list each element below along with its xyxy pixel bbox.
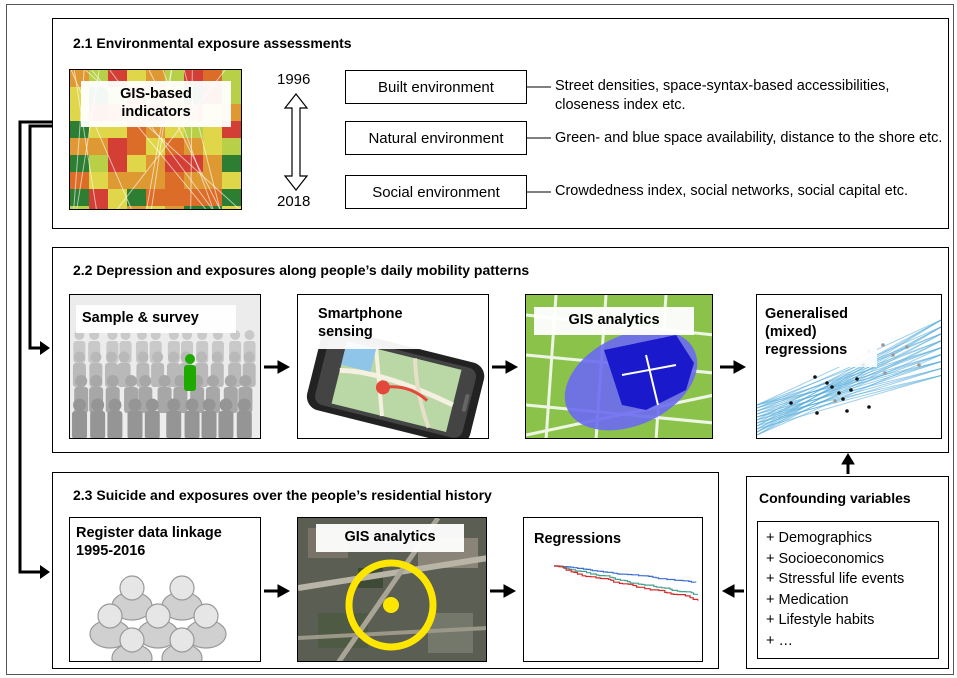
built-environment-description: Street densities, space-syntax-based acc… [555, 78, 890, 113]
regressions-label: Regressions [528, 526, 648, 552]
confounder-item: + Socioeconomics [766, 550, 885, 567]
diagram-frame [6, 4, 954, 675]
env-connector-lines [527, 86, 551, 193]
survival-regressions-image: Regressions [523, 517, 703, 662]
gis-analytics-label: GIS analytics [534, 307, 694, 335]
survival-curves-icon [554, 565, 699, 601]
section-title: 2.2 Depression and exposures along peopl… [73, 262, 530, 278]
section-title: 2.3 Suicide and exposures over the peopl… [73, 487, 492, 503]
smartphone-icon [306, 328, 485, 438]
built-environment-box: Built environment [345, 70, 527, 104]
gis-analytics-residential-image: GIS analytics [297, 517, 487, 662]
mixed-regression-label: Generalised (mixed) regressions [759, 301, 877, 367]
year-start: 1996 [277, 71, 311, 88]
section-suicide-residential: 2.3 Suicide and exposures over the peopl… [52, 472, 719, 669]
timeline-double-arrow-icon [283, 93, 309, 191]
smartphone-sensing-image: Smartphone sensing [297, 294, 489, 439]
confounding-variables-panel: Confounding variables + Demographics + S… [746, 476, 949, 669]
section-environmental-exposure: 2.1 Environmental exposure assessments G… [52, 18, 949, 229]
confounder-item: + Stressful life events [766, 571, 905, 587]
smartphone-sensing-label: Smartphone sensing [312, 301, 430, 349]
confounders-title: Confounding variables [759, 490, 911, 506]
confounder-item: + Lifestyle habits [766, 612, 875, 628]
confounder-item: + … [766, 632, 793, 649]
gis-indicator-map: GIS-based indicators [69, 69, 242, 210]
register-data-image: Register data linkage 1995-2016 [69, 517, 261, 662]
gis-analytics-label: GIS analytics [316, 524, 464, 552]
natural-environment-description: Green- and blue space availability, dist… [555, 130, 943, 146]
confounder-item: + Medication [766, 591, 849, 608]
sample-survey-image: Sample & survey [69, 294, 261, 439]
map-label: GIS-based indicators [81, 81, 231, 127]
section-depression-mobility: 2.2 Depression and exposures along peopl… [52, 247, 949, 453]
confounder-item: + Demographics [766, 530, 872, 546]
crowd-people-icon [72, 330, 256, 438]
gis-analytics-mobility-image: GIS analytics [525, 294, 713, 439]
regression-lines-icon [757, 319, 941, 436]
confounders-list: + Demographics + Socioeconomics + Stress… [757, 521, 939, 659]
natural-environment-box: Natural environment [345, 121, 527, 155]
year-end: 2018 [277, 193, 311, 210]
left-connector-lines [18, 120, 52, 579]
mixed-regression-image: Generalised (mixed) regressions [756, 294, 942, 439]
social-environment-box: Social environment [345, 175, 527, 209]
social-environment-description: Crowdedness index, social networks, soci… [555, 183, 908, 199]
register-data-label: Register data linkage 1995-2016 [72, 520, 254, 566]
section-title: 2.1 Environmental exposure assessments [73, 35, 352, 51]
gis-buffer-map-icon [526, 295, 712, 438]
sample-survey-label: Sample & survey [76, 305, 236, 333]
users-group-icon [89, 575, 227, 661]
